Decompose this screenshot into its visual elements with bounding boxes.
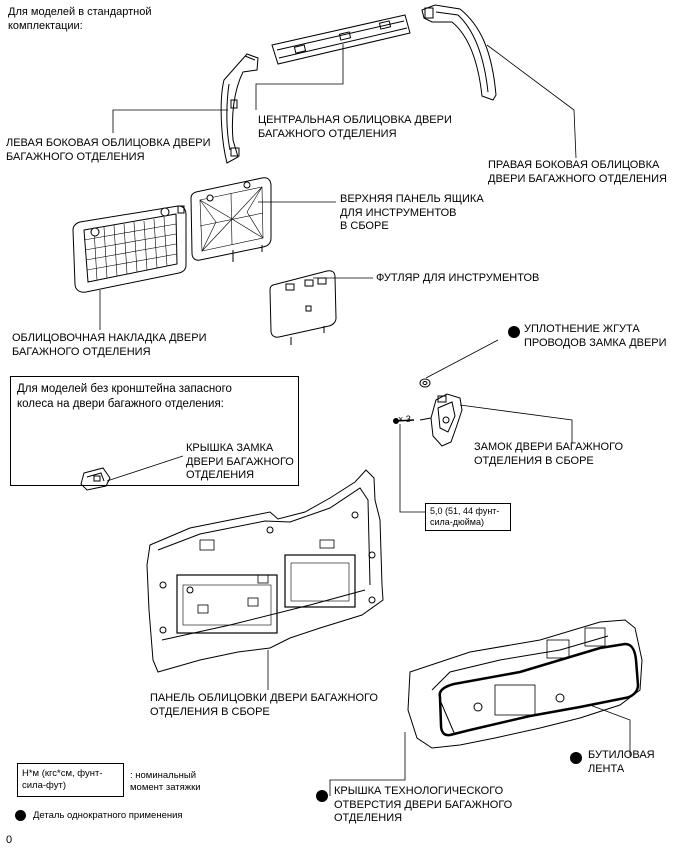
single-use-marker-butyl-tape xyxy=(570,752,582,764)
service-hole-cover-drawing xyxy=(407,619,643,749)
bolt-drawing xyxy=(393,418,415,424)
legend-single-use-marker xyxy=(15,810,26,821)
service-hole-cover-label: КРЫШКА ТЕХНОЛОГИЧЕСКОГО ОТВЕРСТИЯ ДВЕРИ … xyxy=(334,785,513,824)
legend-unit-box xyxy=(17,763,124,797)
standard-models-note: Для моделей в стандартной комплектации: xyxy=(8,6,152,32)
butyl-tape-label: БУТИЛОВАЯ ЛЕНТА xyxy=(588,749,655,775)
door-lock-assembly-drawing xyxy=(419,393,463,447)
legend-single-use-text: Деталь однократного применения xyxy=(33,810,183,821)
center-trim-drawing xyxy=(271,14,411,65)
legend-unit-text: Н*м (кгс*см, фунт- сила-фут) xyxy=(22,768,103,791)
door-trim-cover-label: ОБЛИЦОВОЧНАЯ НАКЛАДКА ДВЕРИ БАГАЖНОГО ОТ… xyxy=(12,332,207,358)
torque-spec-box xyxy=(425,503,511,531)
footer-code: 0 xyxy=(6,834,13,846)
bolt-count-label: × 3 xyxy=(398,414,411,424)
harness-seal-drawing xyxy=(419,378,431,388)
tool-case-label: ФУТЛЯР ДЛЯ ИНСТРУМЕНТОВ xyxy=(376,272,540,284)
door-trim-cover-drawing xyxy=(72,205,187,293)
lock-cover-label: КРЫШКА ЗАМКА ДВЕРИ БАГАЖНОГО ОТДЕЛЕНИЯ xyxy=(186,442,294,481)
single-use-marker-seal xyxy=(508,326,520,338)
inset-note: Для моделей без кронштейна запасного кол… xyxy=(17,383,232,410)
tool-box-upper-panel-label: ВЕРХНЯЯ ПАНЕЛЬ ЯЩИКА ДЛЯ ИНСТРУМЕНТОВ В … xyxy=(340,193,484,232)
right-side-trim-label: ПРАВАЯ БОКОВАЯ ОБЛИЦОВКА ДВЕРИ БАГАЖНОГО… xyxy=(488,159,667,185)
torque-spec-value: 5,0 (51, 44 фунт- сила-дюйма) xyxy=(430,506,500,527)
center-trim-label: ЦЕНТРАЛЬНАЯ ОБЛИЦОВКА ДВЕРИ БАГАЖНОГО ОТ… xyxy=(258,114,452,140)
tool-box-upper-panel-drawing xyxy=(190,177,272,262)
leader-lines xyxy=(99,44,631,796)
inset-box xyxy=(10,376,299,486)
single-use-marker-service-hole-cover xyxy=(316,790,328,802)
lock-cover-drawing xyxy=(80,467,111,491)
trim-panel-assembly-drawing xyxy=(146,469,384,673)
tool-case-drawing xyxy=(269,270,337,345)
legend-unit-desc: : номинальный момент затяжки xyxy=(130,770,201,793)
harness-seal-label: УПЛОТНЕНИЕ ЖГУТА ПРОВОДОВ ЗАМКА ДВЕРИ xyxy=(524,323,667,349)
left-side-trim-drawing xyxy=(220,53,259,164)
left-side-trim-label: ЛЕВАЯ БОКОВАЯ ОБЛИЦОВКА ДВЕРИ БАГАЖНОГО … xyxy=(6,137,211,163)
trim-panel-assembly-label: ПАНЕЛЬ ОБЛИЦОВКИ ДВЕРИ БАГАЖНОГО ОТДЕЛЕН… xyxy=(150,692,378,718)
right-side-trim-drawing xyxy=(421,4,497,101)
door-lock-assembly-label: ЗАМОК ДВЕРИ БАГАЖНОГО ОТДЕЛЕНИЯ В СБОРЕ xyxy=(474,441,624,467)
butyl-tape-drawing xyxy=(438,642,640,737)
